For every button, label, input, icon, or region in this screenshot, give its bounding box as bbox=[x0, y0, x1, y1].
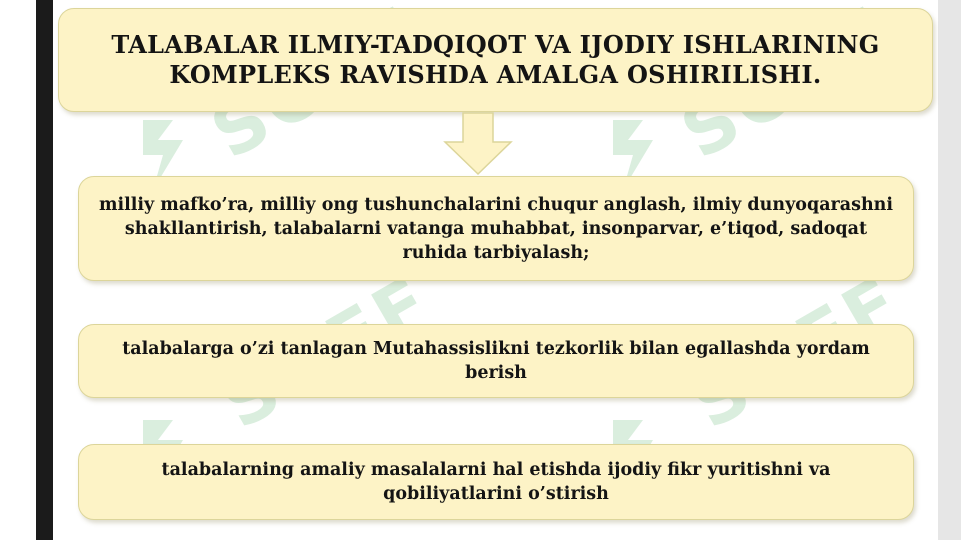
item-box: milliy mafko’ra, milliy ong tushunchalar… bbox=[78, 176, 914, 281]
down-arrow-icon bbox=[443, 112, 513, 176]
title-text: TALABALAR ILMIY-TADQIQOT VA IJODIY ISHLA… bbox=[111, 30, 880, 89]
title-box: TALABALAR ILMIY-TADQIQOT VA IJODIY ISHLA… bbox=[58, 8, 933, 112]
watermark-logo-icon bbox=[143, 120, 183, 190]
item-text: milliy mafko’ra, milliy ong tushunchalar… bbox=[98, 194, 894, 263]
right-margin bbox=[938, 0, 961, 540]
item-text: talabalarga o’zi tanlagan Mutahassislikn… bbox=[122, 339, 870, 383]
item-text: talabalarning amaliy masalalarni hal eti… bbox=[161, 460, 831, 504]
item-box: talabalarga o’zi tanlagan Mutahassislikn… bbox=[78, 324, 914, 398]
watermark-logo-icon bbox=[613, 120, 653, 190]
left-margin bbox=[0, 0, 36, 540]
slide: SOFF SOFF SOFF SOFF TALABALAR ILMIY-TADQ… bbox=[53, 0, 938, 540]
left-dark-border bbox=[36, 0, 53, 540]
item-box: talabalarning amaliy masalalarni hal eti… bbox=[78, 444, 914, 520]
